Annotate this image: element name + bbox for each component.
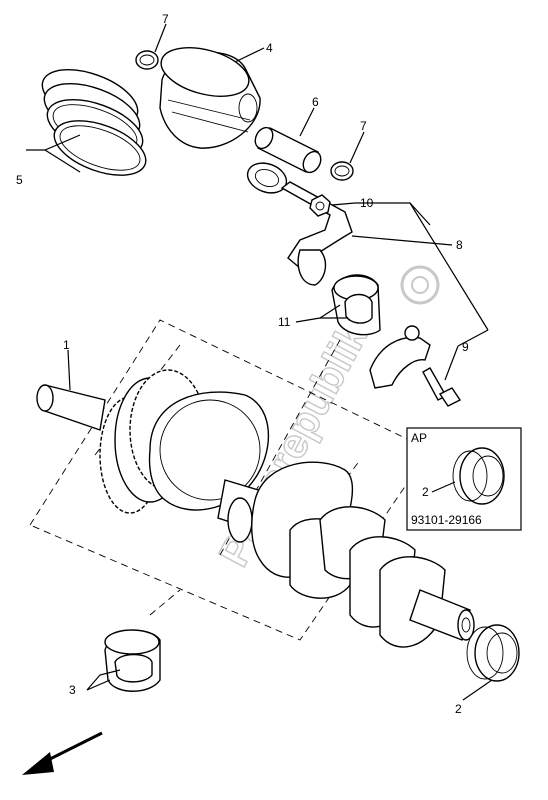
callout-2: 2 [455,702,462,716]
main-bearings [104,629,161,692]
oil-seal [466,624,520,682]
callout-7-lower: 7 [360,119,367,133]
callout-5: 5 [16,173,23,187]
callout-2-inset: 2 [422,485,429,499]
callout-labels: 7 4 6 7 5 10 8 11 1 9 3 2 [16,12,469,716]
callout-4: 4 [266,41,273,55]
callout-7-upper: 7 [162,12,169,26]
piston-pin [254,126,322,174]
inset-box-ap: AP 2 93101-29166 [406,427,522,531]
connecting-rod-nut [309,194,331,217]
crankshaft [36,369,475,648]
circlip-lower [330,161,354,181]
callout-6: 6 [312,95,319,109]
circlip-upper [135,50,159,70]
callout-8: 8 [456,238,463,252]
callout-9: 9 [462,340,469,354]
connecting-rod-cap [369,325,431,389]
big-end-bearings [331,274,381,336]
gear-icon [400,265,440,305]
connecting-rod-bolt [422,367,462,407]
arrow-down-left-icon [22,731,103,775]
callout-1: 1 [63,338,70,352]
callout-3: 3 [69,683,76,697]
inset-oil-seal [452,447,505,505]
callout-11: 11 [278,315,291,329]
inset-part-number: 93101-29166 [411,513,482,527]
piston [159,47,261,149]
callout-leaders [26,23,493,701]
piston-rings [41,68,147,176]
connecting-rod [246,162,353,286]
callout-10: 10 [360,196,374,210]
inset-title: AP [411,431,427,445]
